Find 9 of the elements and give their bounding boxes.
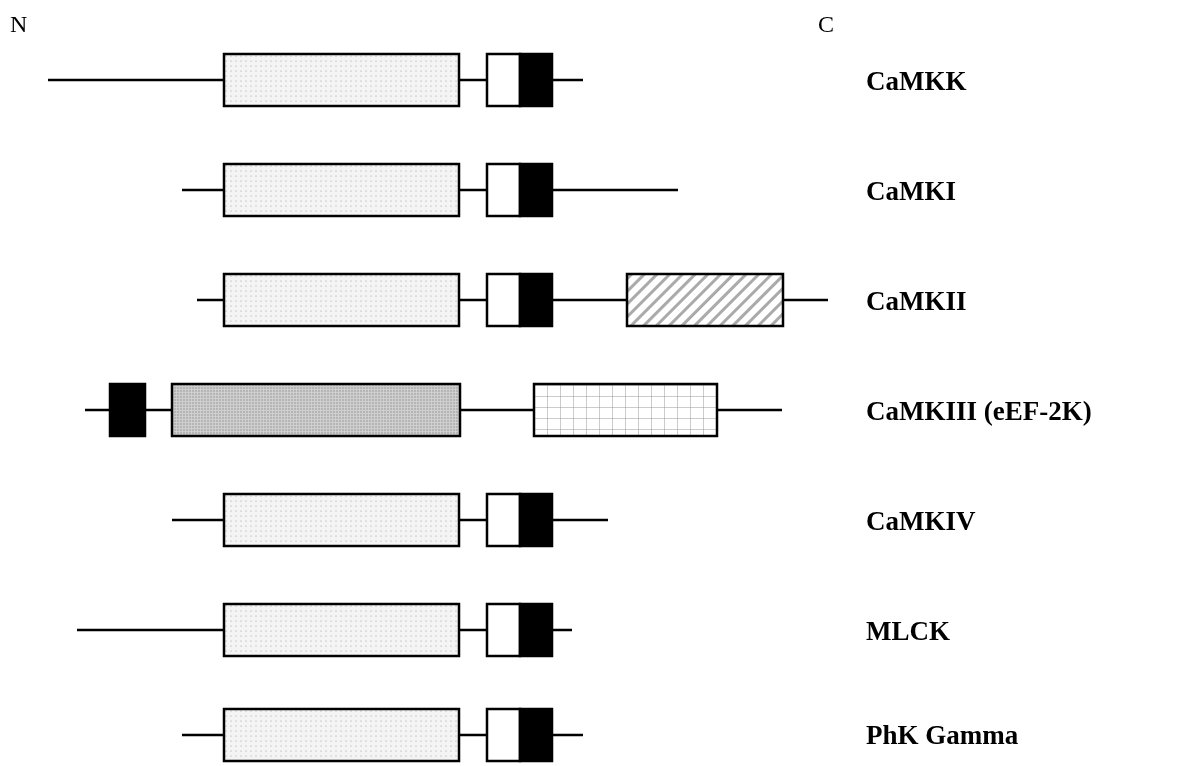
protein-name: MLCK [866,618,950,645]
protein-name: PhK Gamma [866,722,1019,749]
terminus-label: C [818,12,834,36]
protein-name: CaMKK [866,68,967,95]
protein-name: CaMKII [866,288,967,315]
terminus-label: N [10,12,28,36]
protein-name: CaMKI [866,178,956,205]
protein-name: CaMKIV [866,508,976,535]
protein-name: CaMKIII (eEF-2K) [866,398,1092,425]
